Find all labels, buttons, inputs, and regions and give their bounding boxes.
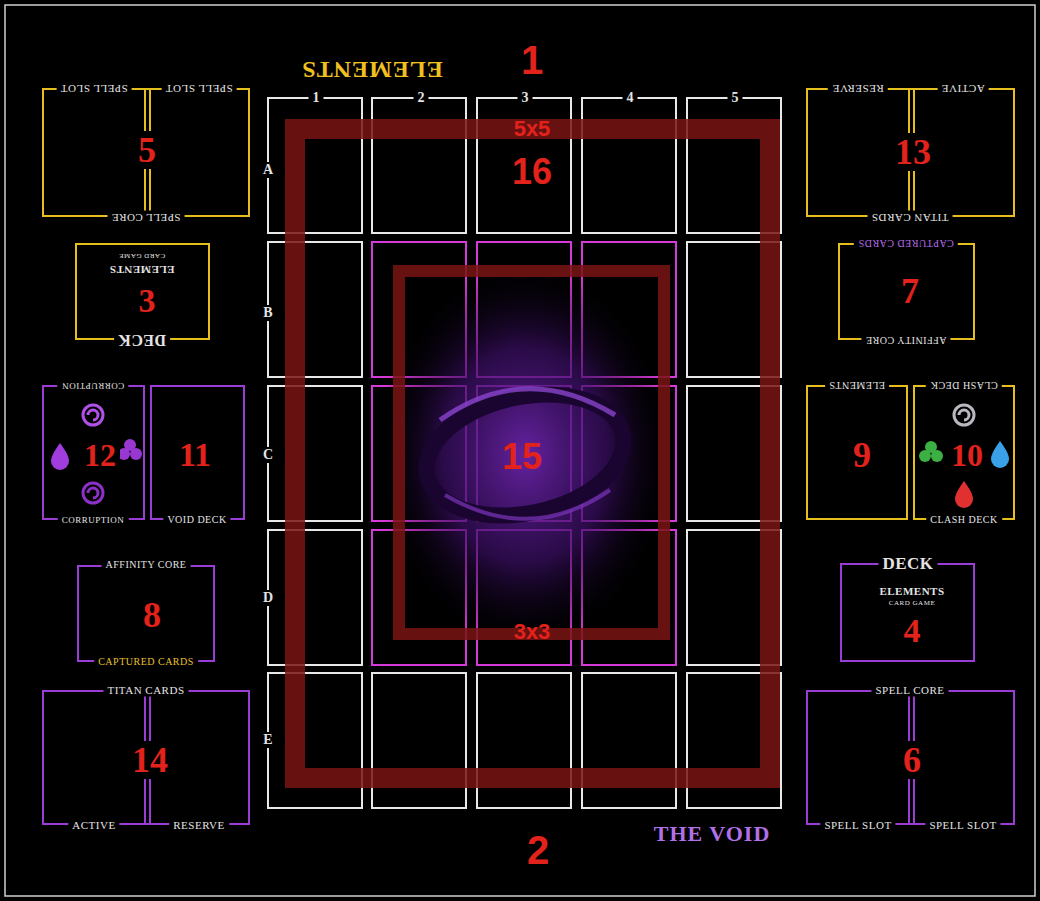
zone-label: SPELL SLOT — [820, 819, 895, 832]
callout-number: 5 — [134, 131, 160, 169]
board-cell — [477, 98, 571, 233]
card-zone: CORRUPTIONCORRUPTION12 — [42, 385, 145, 520]
zone-label: ELEMENTS — [825, 379, 889, 391]
card-zone: AFFINITY CORECAPTURED CARDS8 — [77, 565, 215, 662]
callout-number: 8 — [139, 596, 165, 634]
card-zone: DECKELEMENTSCARD GAME4 — [840, 563, 975, 662]
board-cell — [372, 98, 466, 233]
zone-label: CLASH DECK — [926, 514, 1002, 526]
board-cell — [268, 530, 362, 665]
side-title: THE VOID — [650, 822, 775, 846]
zone-label: AFFINITY CORE — [862, 334, 951, 346]
mat-border — [5, 5, 1035, 896]
zone-5x5-outline — [295, 129, 770, 778]
zone-label: TITAN CARDS — [103, 684, 188, 697]
zone-label: SPELL SLOT — [925, 819, 1000, 832]
callout-number: 10 — [947, 438, 987, 472]
column-number: 2 — [414, 90, 429, 106]
zone-label: ACTIVE — [68, 819, 119, 832]
board-cell — [268, 386, 362, 521]
zone-label: DECK — [114, 331, 170, 349]
area-dimension: 5x5 — [510, 117, 555, 141]
card-zone: ELEMENTS9 — [806, 385, 908, 520]
card-zone: DECKELEMENTSCARD GAME3 — [75, 243, 210, 340]
callout-number: 3 — [135, 283, 160, 319]
zone-label: CAPTURED CARDS — [94, 656, 198, 668]
zone-label: CARD GAME — [115, 251, 169, 260]
callout-number: 4 — [900, 613, 925, 649]
zone-label: ELEMENTS — [875, 585, 948, 598]
board-cell — [268, 98, 362, 233]
card-zone: VOID DECK11 — [150, 385, 245, 520]
card-zone: TITAN CARDSACTIVERESERVE14 — [42, 690, 250, 825]
card-zone: RESERVEACTIVETITAN CARDS13 — [806, 88, 1015, 217]
area-dimension: 3x3 — [510, 620, 555, 644]
zone-label: CAPTURED CARDS — [854, 237, 958, 249]
callout-number: 16 — [508, 153, 556, 191]
zone-label: VOID DECK — [163, 514, 230, 526]
zone-label: SPELL CORE — [871, 684, 948, 697]
callout-number: 9 — [849, 436, 875, 474]
zone-label: ACTIVE — [937, 82, 988, 95]
zone-label: DECK — [878, 554, 937, 573]
board-cell — [268, 242, 362, 377]
callout-number: 2 — [523, 829, 553, 871]
card-zone: CLASH DECKCLASH DECK10 — [913, 385, 1015, 520]
callout-number: 12 — [80, 438, 120, 472]
zone-label: AFFINITY CORE — [102, 559, 191, 571]
zone-label: CORRUPTION — [58, 380, 129, 391]
callout-number: 13 — [891, 133, 935, 171]
zone-label: ELEMENTS — [105, 263, 178, 276]
callout-number: 6 — [899, 741, 925, 779]
board-grid — [268, 98, 781, 808]
row-letter: B — [259, 305, 276, 321]
zone-label: CARD GAME — [885, 599, 939, 608]
callout-number: 1 — [517, 39, 547, 81]
callout-number: 11 — [175, 437, 215, 473]
zone-label: TITAN CARDS — [867, 211, 952, 224]
board-cell — [582, 98, 676, 233]
column-number: 1 — [309, 90, 324, 106]
zone-label: SPELL SLOT — [161, 82, 236, 95]
card-zone: SPELL CORESPELL SLOTSPELL SLOT6 — [806, 690, 1015, 825]
center-emblem — [375, 260, 675, 650]
card-zone: SPELL SLOTSPELL SLOTSPELL CORE5 — [42, 88, 250, 217]
column-number: 3 — [518, 90, 533, 106]
row-letter: D — [259, 590, 277, 606]
row-letter: C — [259, 447, 277, 463]
row-letter: E — [259, 732, 276, 748]
zone-label: SPELL CORE — [107, 211, 184, 224]
callout-number: 14 — [128, 741, 172, 779]
zone-label: RESERVE — [169, 819, 229, 832]
callout-number: 7 — [897, 272, 923, 310]
card-zone: CAPTURED CARDSAFFINITY CORE7 — [838, 243, 975, 340]
side-title: ELEMENTS — [297, 57, 446, 83]
zone-label: CORRUPTION — [58, 515, 129, 526]
zone-label: SPELL SLOT — [56, 82, 131, 95]
zone-3x3-outline — [399, 271, 664, 634]
callout-number: 15 — [498, 438, 546, 476]
column-number: 5 — [728, 90, 743, 106]
row-letter: A — [259, 162, 277, 178]
column-number: 4 — [623, 90, 638, 106]
zone-label: RESERVE — [828, 82, 888, 95]
zone-label: CLASH DECK — [926, 379, 1002, 391]
